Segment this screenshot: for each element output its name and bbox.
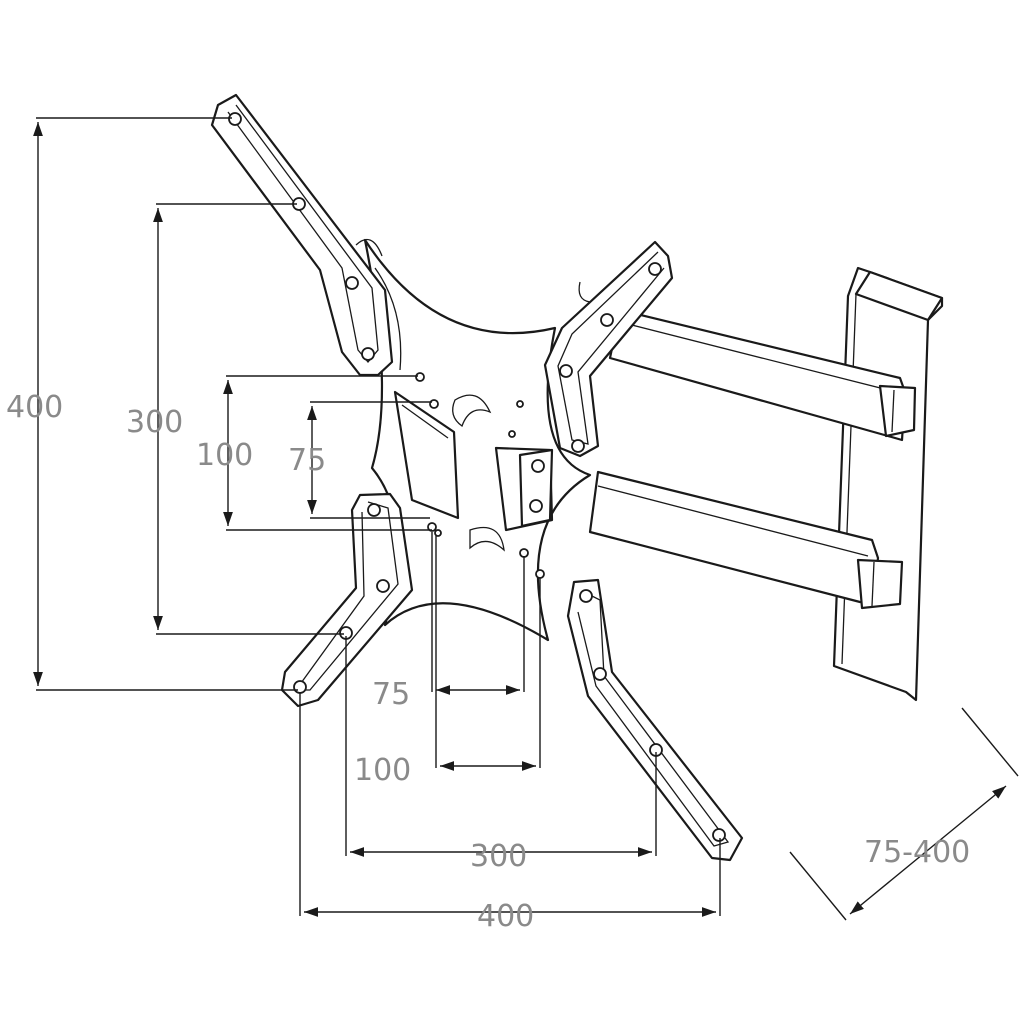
dimension-vertical-300: 300: [126, 203, 344, 635]
upper-swing-arm: [608, 308, 917, 442]
label-horizontal-100: 100: [354, 753, 411, 788]
center-mount-plate: [355, 238, 592, 642]
label-vertical-100: 100: [196, 438, 253, 473]
wall-plate: [832, 266, 944, 702]
rail-upper-right: [543, 240, 674, 458]
dimension-vertical-100: 100: [196, 375, 432, 531]
dimension-horizontal-75: 75: [372, 532, 525, 712]
dimension-horizontal-300: 300: [345, 636, 657, 874]
label-vertical-300: 300: [126, 405, 183, 440]
rail-upper-left: [210, 93, 394, 377]
rail-lower-right: [566, 578, 744, 862]
rail-lower-left: [280, 492, 414, 708]
lower-swing-arm: [588, 470, 904, 610]
label-horizontal-300: 300: [470, 839, 527, 874]
label-horizontal-75: 75: [372, 677, 410, 712]
label-vertical-75: 75: [288, 443, 326, 478]
dimension-horizontal-100: 100: [354, 536, 541, 788]
dimension-vertical-400: 400: [6, 117, 298, 691]
dimension-vertical-75: 75: [288, 401, 432, 519]
label-horizontal-400: 400: [477, 899, 534, 934]
label-vertical-400: 400: [6, 390, 63, 425]
dimension-extension-range: 75-400: [789, 707, 1019, 921]
dimension-horizontal-400: 400: [299, 692, 721, 934]
label-extension-range: 75-400: [864, 835, 970, 870]
